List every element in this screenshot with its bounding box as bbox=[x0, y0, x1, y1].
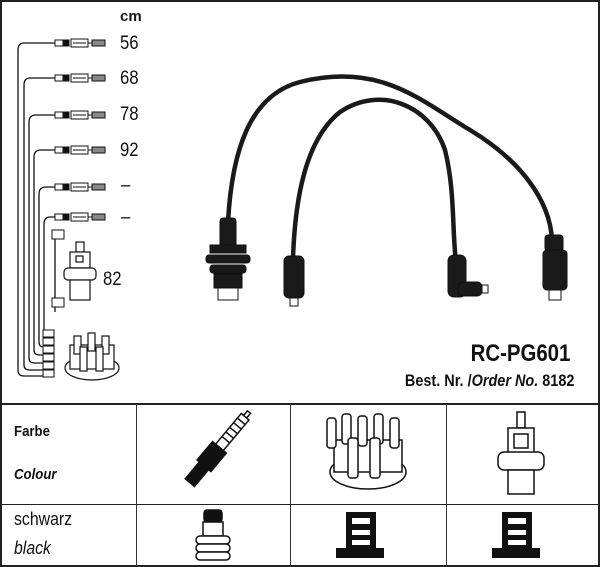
plug-boot-angled-icon bbox=[447, 254, 489, 298]
colour-header-en: Colour bbox=[14, 466, 57, 483]
table-row-divider bbox=[0, 504, 600, 505]
order-label-en: Order No. bbox=[471, 371, 538, 390]
table-top-border bbox=[0, 403, 600, 405]
legend-distributor-cap-icon bbox=[64, 332, 120, 381]
colour-value-de: schwarz bbox=[14, 509, 73, 529]
length-label: 92 bbox=[120, 140, 139, 161]
legend-coil-icon bbox=[63, 241, 97, 301]
spark-plug-icon bbox=[184, 409, 252, 488]
plug-boot-straight-icon bbox=[542, 234, 568, 301]
distributor-terminal-icon bbox=[336, 512, 384, 558]
length-label: 68 bbox=[120, 68, 139, 89]
coil-boot-straight-icon bbox=[283, 255, 305, 307]
order-number-line: Best. Nr. /Order No. 8182 bbox=[404, 371, 574, 391]
length-label: – bbox=[121, 207, 131, 228]
colour-header-de: Farbe bbox=[14, 423, 50, 440]
order-separator: / bbox=[467, 371, 472, 390]
model-number: RC-PG601 bbox=[470, 340, 570, 367]
order-number: 8182 bbox=[541, 371, 574, 390]
table-column-divider bbox=[136, 404, 137, 567]
legend-wiring-icon bbox=[17, 42, 56, 377]
length-label: – bbox=[121, 175, 131, 196]
distributor-boot-large-icon bbox=[205, 217, 251, 301]
order-label-de: Best. Nr. bbox=[404, 371, 464, 390]
legend-connectors-icon bbox=[42, 38, 106, 378]
table-column-divider bbox=[446, 404, 447, 567]
coil-length-label: 82 bbox=[103, 269, 122, 290]
length-label: 78 bbox=[120, 104, 139, 125]
ignition-cable-1 bbox=[225, 74, 555, 241]
ignition-cable-2 bbox=[290, 97, 459, 263]
length-label: 56 bbox=[120, 33, 139, 54]
colour-value-en: black bbox=[14, 538, 51, 558]
unit-label: cm bbox=[120, 8, 142, 25]
ignition-coil-icon bbox=[497, 411, 545, 495]
coil-terminal-icon bbox=[492, 512, 540, 558]
table-column-divider bbox=[290, 404, 291, 567]
spark-plug-terminal-icon bbox=[195, 509, 231, 561]
distributor-cap-icon bbox=[326, 413, 407, 490]
